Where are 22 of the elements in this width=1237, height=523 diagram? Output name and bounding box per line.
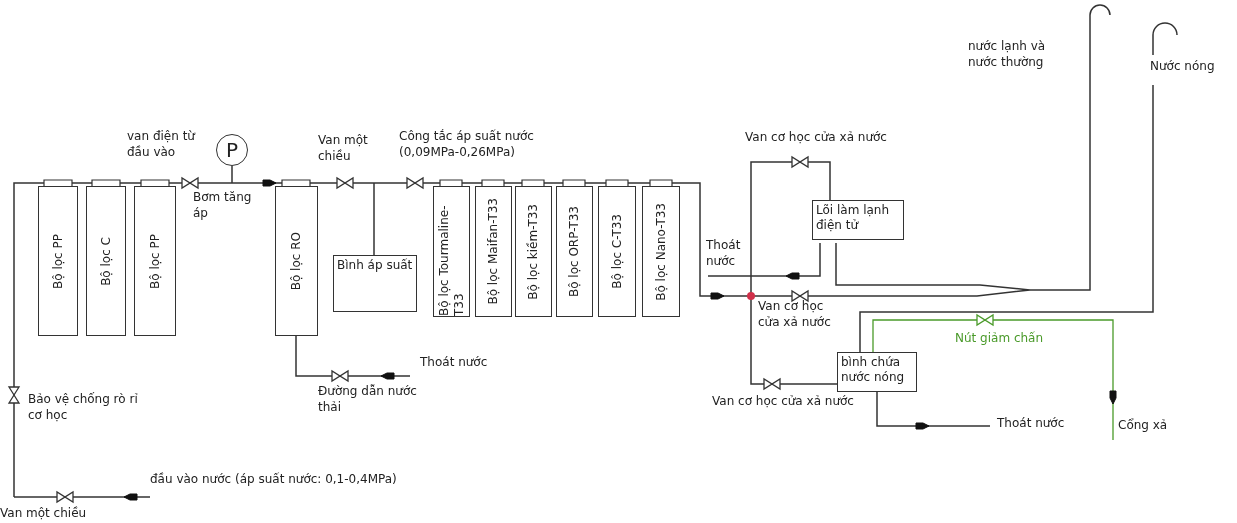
tank-box: Lõi làm lạnh điện tử xyxy=(812,200,904,240)
pump-symbol: P xyxy=(216,134,248,166)
component-label: Thoát nước xyxy=(420,354,488,371)
component-label: Van cơ học cửa xả nước xyxy=(745,129,887,146)
tank-box: Bình áp suất xyxy=(333,255,417,312)
component-label: Nước nóng xyxy=(1150,58,1215,75)
component-label: Thoát nước xyxy=(997,415,1065,432)
component-label: Van cơ học cửa xả nước xyxy=(758,298,832,331)
component-label: Bơm tăng áp xyxy=(193,189,253,222)
component-label: Đường dẫn nước thải xyxy=(318,383,418,416)
component-label: Van một chiều xyxy=(0,505,87,522)
component-label: van điện từ đầu vào xyxy=(127,128,197,161)
component-label: nước lạnh và nước thường xyxy=(968,38,1047,71)
component-label: Van một chiều xyxy=(318,132,369,165)
tank-box: bình chứa nước nóng xyxy=(837,352,917,392)
component-label: Công tắc áp suất nước (0,09MPa-0,26MPa) xyxy=(399,128,535,161)
component-label: Cổng xả xyxy=(1118,417,1168,434)
component-label: Bảo vệ chống rò rỉ cơ học xyxy=(28,391,139,424)
component-label: Nút giảm chấn xyxy=(955,330,1044,347)
component-label: Van cơ học cửa xả nước xyxy=(712,393,854,410)
component-label: Thoát nước xyxy=(706,237,742,270)
component-label: đầu vào nước (áp suất nước: 0,1-0,4MPa) xyxy=(150,471,397,488)
